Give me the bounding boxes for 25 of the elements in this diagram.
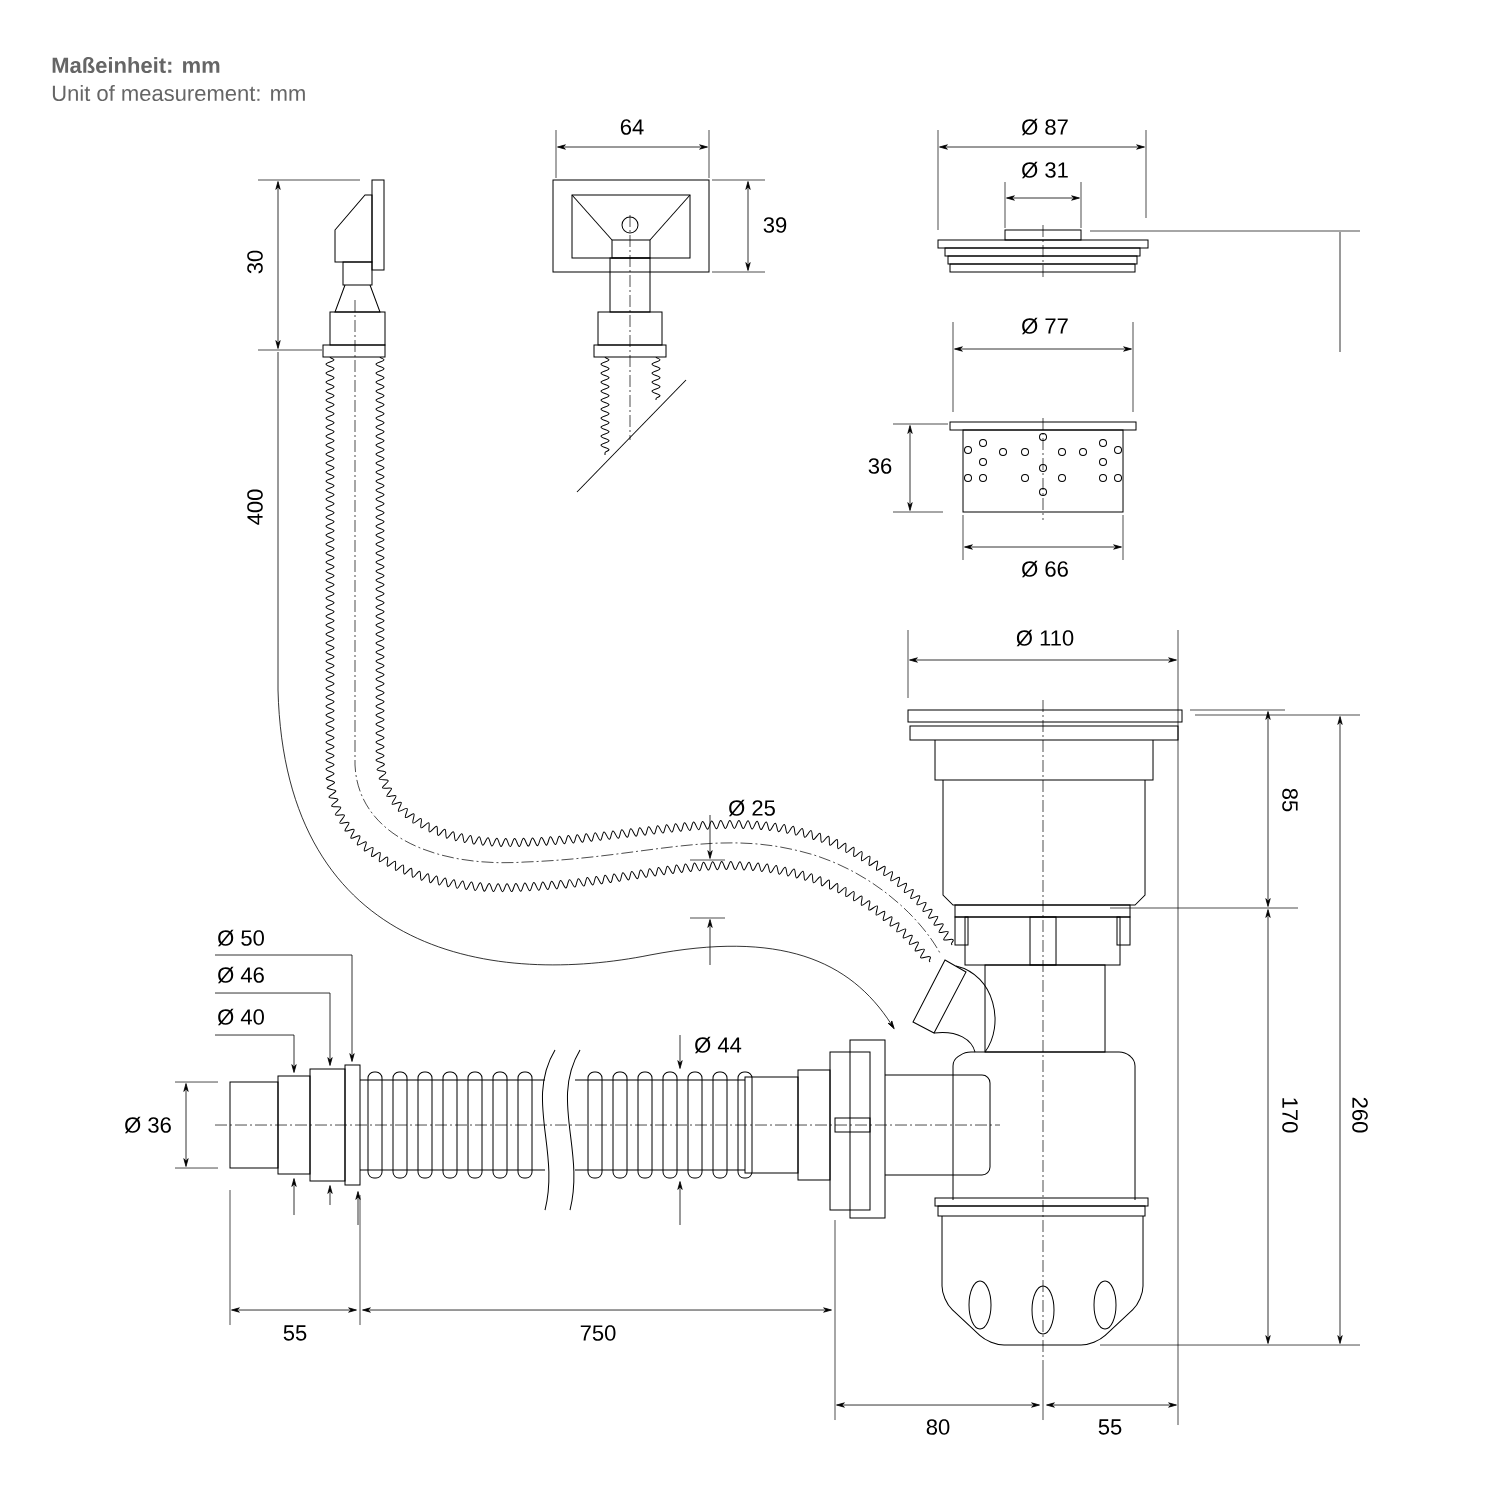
dimension-label: Ø 25 [728,799,775,817]
dimension-label: 55 [283,1325,307,1341]
dimension-label: Ø 50 [217,929,264,947]
dimension-label: 85 [1282,788,1298,812]
dimension-label: Ø 44 [694,1036,742,1054]
dimension-label: Ø 77 [1021,317,1068,335]
dimension-label: 260 [1352,1097,1368,1133]
dimension-label: 55 [1098,1419,1122,1435]
dimension-label: 39 [763,217,787,233]
dimension-label: 30 [247,250,263,274]
unit-note: Unit of measurement: mm [52,84,305,102]
dimension-label: Ø 110 [1016,629,1074,647]
dimension-label: 400 [247,489,263,525]
dimension-label: Ø 31 [1021,161,1068,179]
dimension-label: Ø 46 [217,966,264,984]
unit-note: Maßeinheit: mm [52,56,220,74]
dimension-label: Ø 66 [1021,560,1068,578]
dimension-label: Ø 36 [124,1116,171,1134]
dimension-label: 36 [868,458,892,474]
dimension-label: 64 [620,119,644,135]
dimension-label: 170 [1282,1098,1298,1133]
dimension-label: Ø 40 [217,1008,264,1026]
dimension-label: 80 [926,1419,950,1435]
dimension-label: 750 [580,1325,616,1341]
dimension-label: Ø 87 [1021,118,1068,136]
